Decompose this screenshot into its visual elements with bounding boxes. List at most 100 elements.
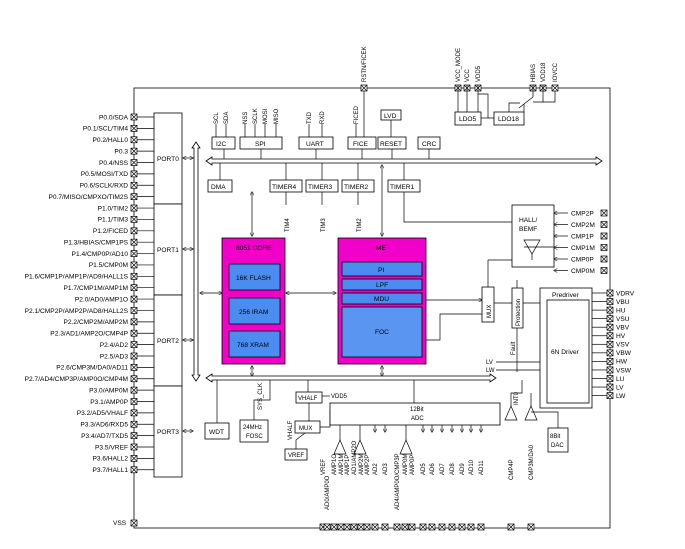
pin-pad [130,250,138,257]
bottom-pin-pad [507,523,515,531]
driver-pin-label: VBU [616,299,630,306]
left-pin-label: P3.0/AMP0M [89,387,128,394]
sys-clk-label: SYS_CLK [258,383,264,410]
bottom-pin-pad [381,523,389,531]
predriver-label: Predriver [552,292,580,299]
flash-label: 16K FLASH [236,275,271,282]
left-pin-label: P1.0/TIM2 [98,205,129,212]
pin-pad [130,204,138,212]
bottom-pin-pad [343,523,351,531]
pin-pad [130,193,138,201]
left-pin-label: P1.7/CMP1M/AMP1M [64,285,129,292]
left-pin-label: P0.2/HALL0 [92,137,128,144]
left-pin-label: P0.5/MOSI/TXD [81,171,129,178]
left-pin-label: P0.0/SDA [99,114,129,121]
left-pin-label: P2.2/CMP2M/AMP2M [64,319,129,326]
pin-pad [130,227,138,235]
bottom-pin-pad [371,523,379,531]
pin-pad [130,318,138,326]
pin-pad [130,409,138,417]
cmp-pin-label: CMP2P [571,210,594,217]
vdd5-inner-label: VDD5 [331,394,348,400]
left-pin-label: P3.7/HALL1 [92,467,128,474]
bottom-pin-pad [477,523,485,531]
pin-pad [130,295,138,303]
bottom-pin-pad [357,523,365,531]
driver-pin-pad [606,375,614,382]
bottom-pin-label: AMP1P [345,455,351,475]
bottom-pin-label: AD7 [440,463,446,475]
left-pin-label: P3.1/AMP0P [90,399,128,406]
timer1-label: TIMER1 [390,184,415,191]
pin-pad [130,329,138,337]
port3-label: PORT3 [157,429,179,436]
iram-label: 256 IRAM [239,309,268,316]
dma-label: DMA [211,184,226,191]
pin-pad [130,455,138,462]
dac-label-2: DAC [551,443,564,449]
left-pin-label: P3.6/HALL2 [92,456,128,463]
cmp-pin-label: CMP0P [571,256,594,263]
lvd-label: LVD [384,113,397,120]
reset-label: RESET [380,141,402,148]
timer2-label: TIMER2 [344,184,369,191]
pin-pad [130,147,138,155]
left-pin-label: P1.1/TIM3 [98,217,129,224]
cmp-pin-label: CMP0M [571,268,595,275]
port1-label: PORT1 [157,247,179,254]
pi-label: PI [378,267,384,274]
top-pin-pad [551,84,559,92]
bottom-pin-label: AD8 [450,463,456,475]
bottom-pin-pad [401,523,409,531]
pin-pad [130,341,138,348]
left-pin-label: P2.7/AD4/CMP3P/AMP0O/CMP4M [25,376,128,383]
pin-pad [130,375,138,383]
left-pin-label: P3.5/VREF [95,444,128,451]
pin-pad [130,466,138,474]
pin-pad [130,398,138,405]
pin-pad [130,443,138,451]
driver-pin-pad [606,332,614,340]
bottom-pin-pad [337,523,345,531]
left-pin-label: P2.4/AD2 [100,342,129,349]
left-pin-label: P2.3/AD1/AMP2O/CMP4P [50,331,128,338]
driver-pin-pad [606,358,614,365]
bottom-pin-label: AD5 [421,463,427,475]
horizontal-bus-bottom [205,373,497,383]
driver-pin-label: LU [616,376,625,383]
left-pin-label: P0.7/MISO/CMPXO/TIM2S [48,194,128,201]
cmp-pin-label: CMP1M [571,245,595,252]
driver-pin-pad [606,383,614,391]
driver-pin-label: VBW [616,350,632,357]
lw-label: LW [486,368,495,374]
fosc-label-2: FOSC [246,434,263,440]
left-pin-label: P2.1/CMP2P/AMP2P/AD8/HALL2S [25,308,129,315]
bottom-pin-pad [527,523,535,531]
cmp-pin-pad [600,267,608,274]
top-connections [215,85,430,159]
bottom-pin-label: AD3 [383,463,389,475]
port-bus-arrows [183,158,222,431]
left-pin-label: P3.4/AD7/TXD5 [81,433,128,440]
bottom-pin-pad [363,523,371,531]
port1-box [153,203,183,296]
tim3-label: TIM3 [321,218,327,232]
top-pin-label: VDD18 [541,62,547,82]
top-pin-label: VDD5 [476,65,482,82]
driver-pin-pad [606,340,614,348]
left-pin-label: P0.1/SCL/TIM4 [83,126,128,133]
mdu-label: MDU [374,296,389,303]
port3-box [153,385,183,478]
left-pin-label: P2.5/AD3 [100,353,129,360]
wdt-label: WDT [209,429,224,436]
top-pin-label: HBIAS [531,64,537,82]
pin-pad [130,159,138,166]
left-pin-label: P0.4/NSS [99,160,129,167]
protection-label: Protection [516,299,522,326]
crc-label: CRC [422,141,437,148]
top-pin-label: RXD [320,111,326,124]
driver-block [546,299,590,404]
